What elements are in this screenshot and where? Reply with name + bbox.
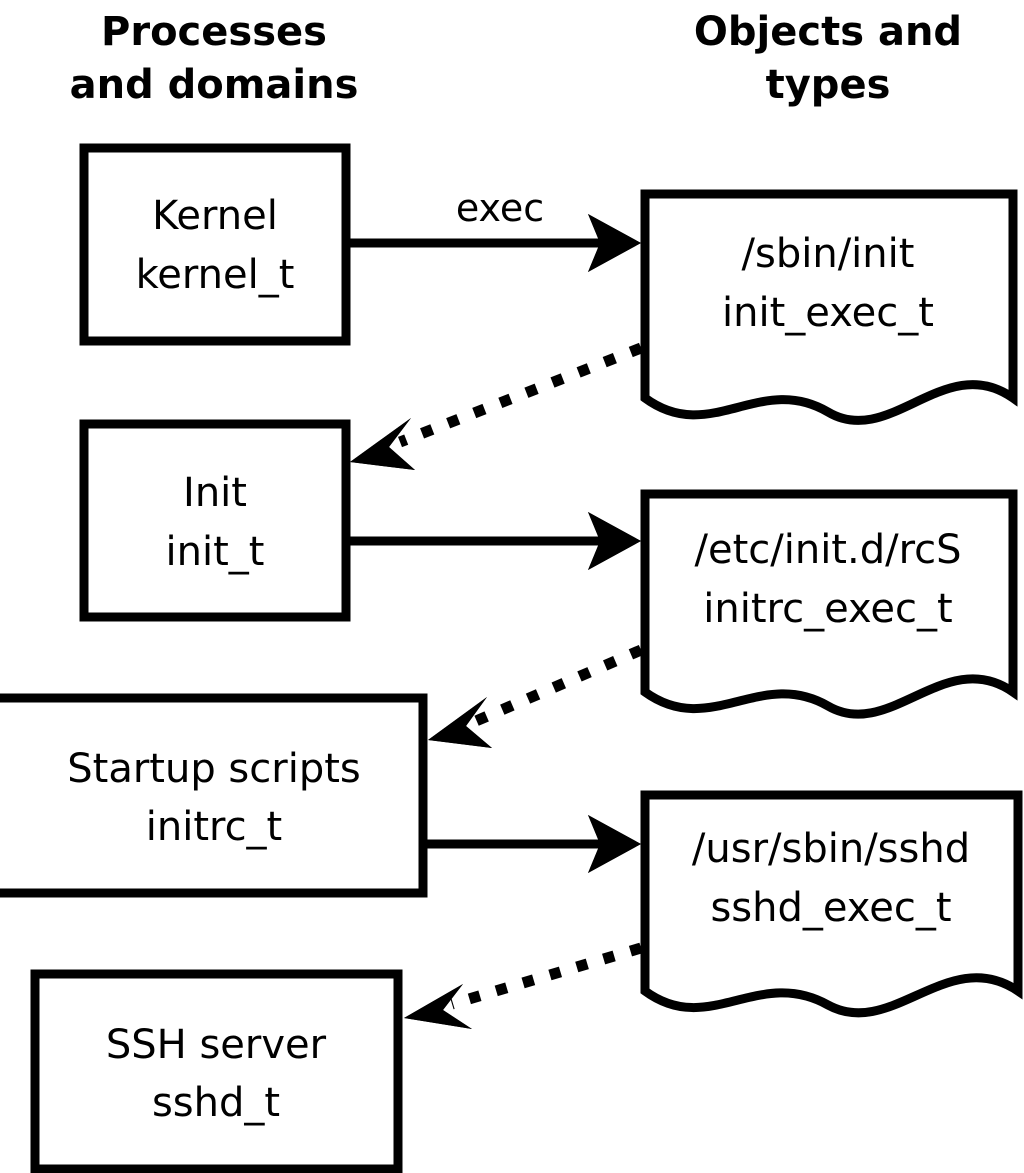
edge-line-sshd_exec-transition (450, 942, 643, 1010)
column-heading-objects-line2: types (766, 62, 891, 108)
column-heading-objects-line1: Objects and (694, 9, 962, 55)
process-node-initrc-box[interactable] (0, 693, 428, 898)
arrowhead-init-exec-overlay (588, 512, 641, 570)
process-node-init[interactable]: Init init_t (79, 419, 351, 622)
arrowhead-kernel-exec-overlay (588, 214, 641, 272)
process-node-kernel-line2: kernel_t (136, 252, 295, 298)
column-heading-objects: Objects and types (694, 9, 962, 108)
column-heading-processes-line2: and domains (70, 62, 359, 108)
process-node-init-box[interactable] (79, 419, 351, 622)
process-node-kernel[interactable]: Kernel kernel_t (79, 143, 351, 346)
process-node-sshd-line2: sshd_t (152, 1080, 280, 1126)
process-node-kernel-box[interactable] (79, 143, 351, 346)
object-node-initrc_exec-line2: initrc_exec_t (703, 586, 952, 632)
object-node-sshd_exec-line2: sshd_exec_t (710, 885, 951, 931)
process-node-sshd-box[interactable] (30, 969, 403, 1173)
process-node-initrc[interactable]: Startup scripts initrc_t (0, 693, 428, 898)
object-node-sshd_exec-doc-shape[interactable] (640, 790, 1023, 1018)
process-node-initrc-line1: Startup scripts (67, 746, 360, 792)
process-node-sshd[interactable]: SSH server sshd_t (30, 969, 403, 1173)
arrowhead-init_exec-transition-overlay (350, 418, 415, 470)
process-node-sshd-line1: SSH server (106, 1022, 327, 1068)
arrowhead-sshd_exec-transition-overlay (404, 984, 472, 1029)
arrowhead-overlay-group (350, 214, 641, 1029)
object-node-initrc_exec-line1: /etc/init.d/rcS (694, 527, 961, 573)
column-heading-processes: Processes and domains (70, 9, 359, 108)
column-heading-processes-line1: Processes (101, 9, 327, 55)
edge-line-initrc_exec-transition (473, 644, 644, 727)
process-node-initrc-line2: initrc_t (146, 804, 283, 850)
object-node-sshd_exec[interactable]: /usr/sbin/sshd sshd_exec_t (640, 790, 1023, 1018)
process-node-init-line1: Init (183, 470, 247, 516)
object-node-initrc_exec-doc-shape[interactable] (640, 489, 1018, 719)
object-node-sshd_exec-line1: /usr/sbin/sshd (692, 826, 970, 872)
object-node-init_exec-line1: /sbin/init (742, 231, 915, 277)
object-node-init_exec-line2: init_exec_t (722, 290, 934, 336)
object-node-initrc_exec[interactable]: /etc/init.d/rcS initrc_exec_t (640, 489, 1018, 719)
process-node-init-line2: init_t (166, 529, 265, 575)
arrowhead-initrc_exec-transition-overlay (428, 697, 492, 748)
edge-line-init_exec-transition (398, 342, 643, 448)
object-node-init_exec[interactable]: /sbin/init init_exec_t (640, 189, 1018, 425)
arrowhead-initrc-exec-overlay (588, 815, 641, 873)
process-node-kernel-line1: Kernel (152, 193, 278, 239)
object-node-init_exec-doc-shape[interactable] (640, 189, 1018, 425)
edge-label-exec: exec (456, 186, 544, 230)
